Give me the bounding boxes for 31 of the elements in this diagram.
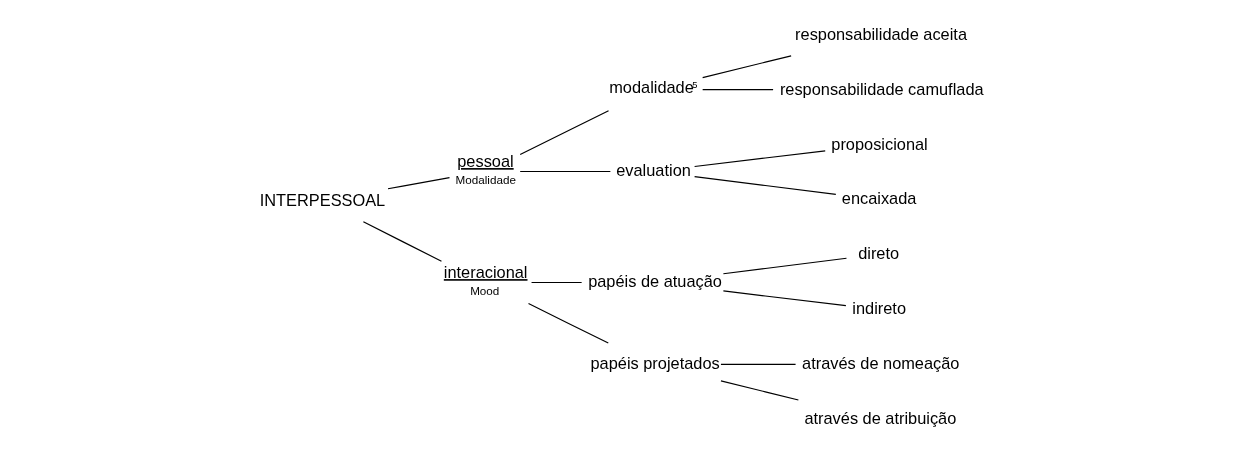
node-text: indireto [852,298,907,317]
node-text: direto [858,243,900,262]
connector [387,176,451,189]
connector [694,149,826,167]
connector [720,379,799,401]
node-text: encaixada [841,188,917,207]
node-text: papéis de atuação [588,271,722,290]
connector [519,170,611,172]
connector [722,289,847,306]
connector [527,302,609,344]
node-text: proposicional [831,134,928,152]
node-text: evaluation [616,160,691,179]
connector [519,109,610,155]
node-text: pessoal [457,151,514,170]
connector [694,175,837,195]
node-text: INTERPESSOAL [259,190,386,209]
connector [702,54,792,78]
node-text: responsabilidade camuflada [779,79,984,98]
connector [530,281,583,283]
connector [702,88,774,90]
node-label: Modalidade [455,172,516,186]
node-text: através de atribuição [804,408,957,427]
connector [362,220,443,262]
connector [720,363,797,365]
node-text: papéis projetados [590,353,720,372]
node-text: através de nomeação [802,353,960,372]
node-text: modalidade$^{5}$ [609,77,698,96]
connector [722,257,848,274]
node-label: Mood [470,283,500,297]
node-text: responsabilidade aceita [795,24,967,43]
node-text: interacional [443,262,528,281]
